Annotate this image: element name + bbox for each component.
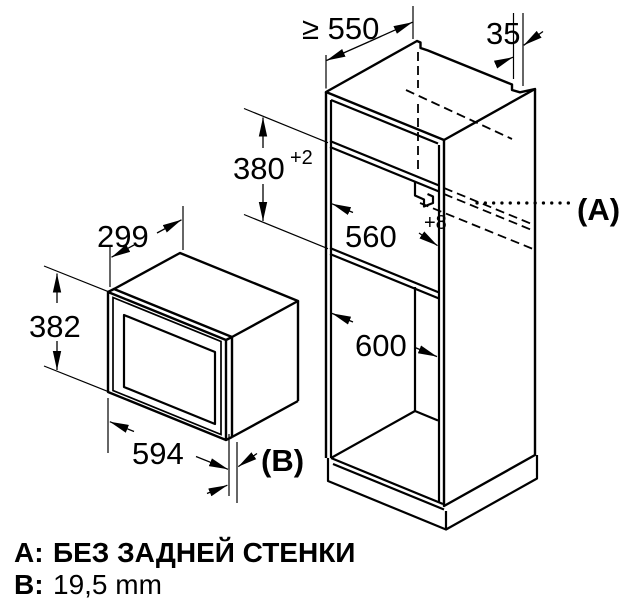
ref-b-label: (B) (261, 443, 304, 478)
mw-door-slab-top (107, 287, 234, 342)
dim-depth-label: ≥ 550 (302, 11, 379, 46)
dim-base-width-label: 600 (355, 328, 407, 363)
dim-base-width-arrow-right (414, 345, 438, 358)
mw-door-face (106, 290, 228, 442)
legend-b-key: B: (14, 569, 44, 600)
cabinet-top-underside (330, 98, 439, 145)
dim-mw-width-ext-lines (107, 398, 230, 496)
cable-notch-detail (413, 182, 435, 208)
dim-rear-gap-arrow-right (523, 30, 544, 46)
dim-mw-depth-arrow-left (111, 243, 136, 258)
niche-floor-shelf (329, 246, 440, 300)
hidden-back-edges (405, 52, 534, 250)
dim-niche-height-label: 380 (233, 151, 285, 186)
dim-depth-arrow-right (369, 21, 413, 43)
ref-a-label: (A) (577, 192, 620, 227)
legend-a-value: БЕЗ ЗАДНЕЙ СТЕНКИ (53, 536, 355, 568)
legend: A: БЕЗ ЗАДНЕЙ СТЕНКИ B: 19,5 mm (14, 536, 355, 600)
dim-niche-width: 560 +8 (331, 203, 447, 254)
dim-mw-width-label: 594 (132, 436, 184, 471)
niche-ceiling-shelf (329, 139, 440, 193)
cabinet-floor (330, 410, 445, 511)
dim-mw-depth: 299 (97, 206, 184, 287)
dim-mw-height-label: 382 (29, 309, 81, 344)
dim-base-width-arrow-left (331, 312, 354, 325)
cabinet-right-panel (442, 89, 537, 508)
cabinet-drawing (324, 39, 539, 531)
dim-niche-height: 380 +2 (233, 107, 329, 250)
ref-a-callout: (A) (475, 192, 620, 227)
dim-mw-width-arrow-right (195, 455, 229, 470)
mw-body-top-face (113, 251, 300, 339)
mw-door-window (122, 313, 217, 426)
dim-mw-depth-ext-lines (109, 206, 184, 287)
dim-mw-height-ext-lines (43, 265, 111, 393)
dim-rear-gap: 35 (486, 13, 544, 86)
legend-a-key: A: (14, 537, 44, 568)
dim-rear-gap-ext-lines (512, 13, 524, 86)
dim-depth-ext-lines (325, 6, 414, 89)
dim-mw-height: 382 (29, 265, 111, 393)
dim-niche-width-label: 560 (345, 219, 397, 254)
dim-niche-height-ext-lines (243, 107, 329, 250)
cabinet-top-face (324, 39, 537, 142)
dim-mw-depth-label: 299 (97, 219, 149, 254)
mw-body-right-face (225, 301, 300, 442)
dim-rear-gap-arrow-left (493, 56, 514, 69)
dim-niche-width-arrow-left (331, 203, 354, 215)
dim-niche-width-tolerance: +8 (424, 212, 447, 234)
dim-base-width: 600 (331, 312, 438, 363)
ref-b-callout: (B) (206, 442, 304, 503)
ref-b-arrow-upper (237, 452, 258, 468)
mw-door-trim (112, 296, 222, 436)
cabinet-plinth (326, 455, 539, 531)
dim-depth-arrow-left (326, 40, 370, 62)
dim-depth-min: ≥ 550 (302, 6, 414, 89)
lower-compartment-back-edge (413, 287, 439, 422)
dim-niche-height-tolerance: +2 (290, 147, 313, 169)
dim-mw-width: 594 (107, 398, 230, 496)
dim-mw-depth-arrow-right (156, 219, 182, 234)
dim-mw-width-arrow-left (109, 421, 135, 433)
microwave-drawing (106, 251, 300, 442)
dim-niche-width-arrow-right (418, 231, 438, 247)
ref-b-arrow-lower (206, 484, 228, 497)
legend-b-value: 19,5 mm (53, 569, 162, 600)
dim-rear-gap-label: 35 (486, 16, 520, 51)
